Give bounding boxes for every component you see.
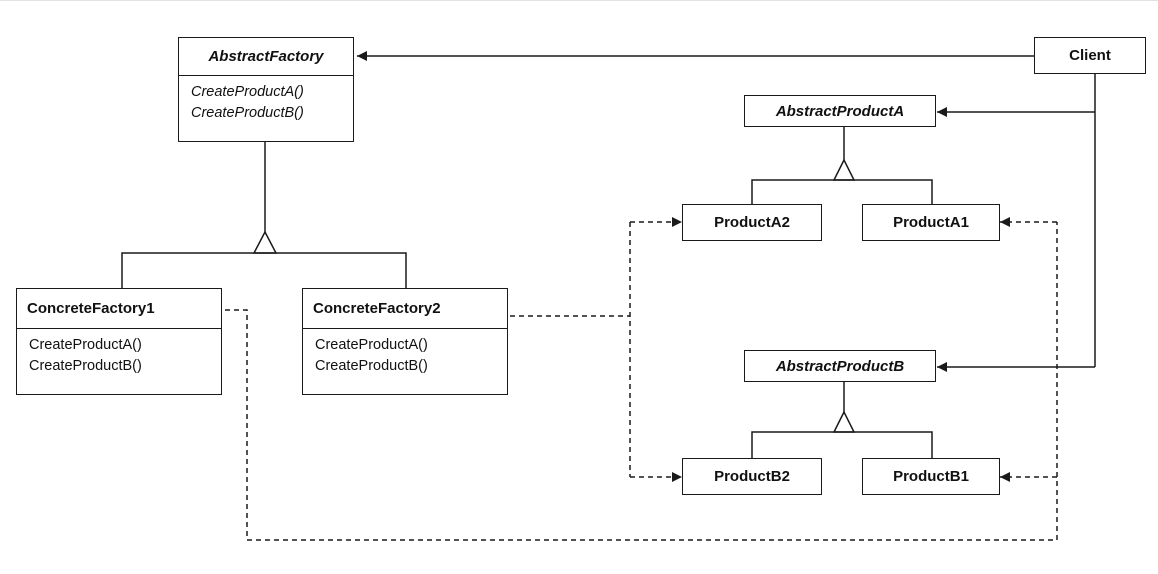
concrete-factory-1-operation: CreateProductB() xyxy=(29,358,142,374)
abstract-product-a-class: AbstractProductA xyxy=(744,95,936,127)
product-b-generalization-triangle xyxy=(832,410,856,433)
abstract-factory-operations: CreateProductA() CreateProductB() xyxy=(179,76,353,124)
product-a-generalization-bar xyxy=(751,179,933,204)
product-b1-class: ProductB1 xyxy=(862,458,1000,495)
product-a2-class: ProductA2 xyxy=(682,204,822,241)
concrete-factory-2-operation: CreateProductA() xyxy=(315,337,428,353)
concrete-factory-2-name: ConcreteFactory2 xyxy=(303,289,507,329)
abstract-product-b-class: AbstractProductB xyxy=(744,350,936,382)
concrete-factory-1-class: ConcreteFactory1 CreateProductA() Create… xyxy=(16,288,222,395)
concrete-factory-2-class: ConcreteFactory2 CreateProductA() Create… xyxy=(302,288,508,395)
concrete-factory-1-operations: CreateProductA() CreateProductB() xyxy=(17,329,221,377)
concrete-factory-1-operation: CreateProductA() xyxy=(29,337,142,353)
factory1-dependency-path xyxy=(225,222,1058,541)
product-a1-class: ProductA1 xyxy=(862,204,1000,241)
abstract-factory-name: AbstractFactory xyxy=(179,38,353,76)
factory-generalization-triangle xyxy=(252,230,278,254)
concrete-factory-2-operation: CreateProductB() xyxy=(315,358,428,374)
product-b-generalization-bar xyxy=(751,431,933,458)
product-b2-class: ProductB2 xyxy=(682,458,822,495)
concrete-factory-2-operations: CreateProductA() CreateProductB() xyxy=(303,329,507,377)
concrete-factory-1-name: ConcreteFactory1 xyxy=(17,289,221,329)
abstract-factory-operation: CreateProductA() xyxy=(191,84,304,100)
top-divider xyxy=(0,0,1158,1)
product-a-generalization-triangle xyxy=(832,158,856,181)
abstract-factory-operation: CreateProductB() xyxy=(191,105,304,121)
factory-generalization-bar xyxy=(121,252,407,288)
abstract-factory-class: AbstractFactory CreateProductA() CreateP… xyxy=(178,37,354,142)
client-class: Client xyxy=(1034,37,1146,74)
